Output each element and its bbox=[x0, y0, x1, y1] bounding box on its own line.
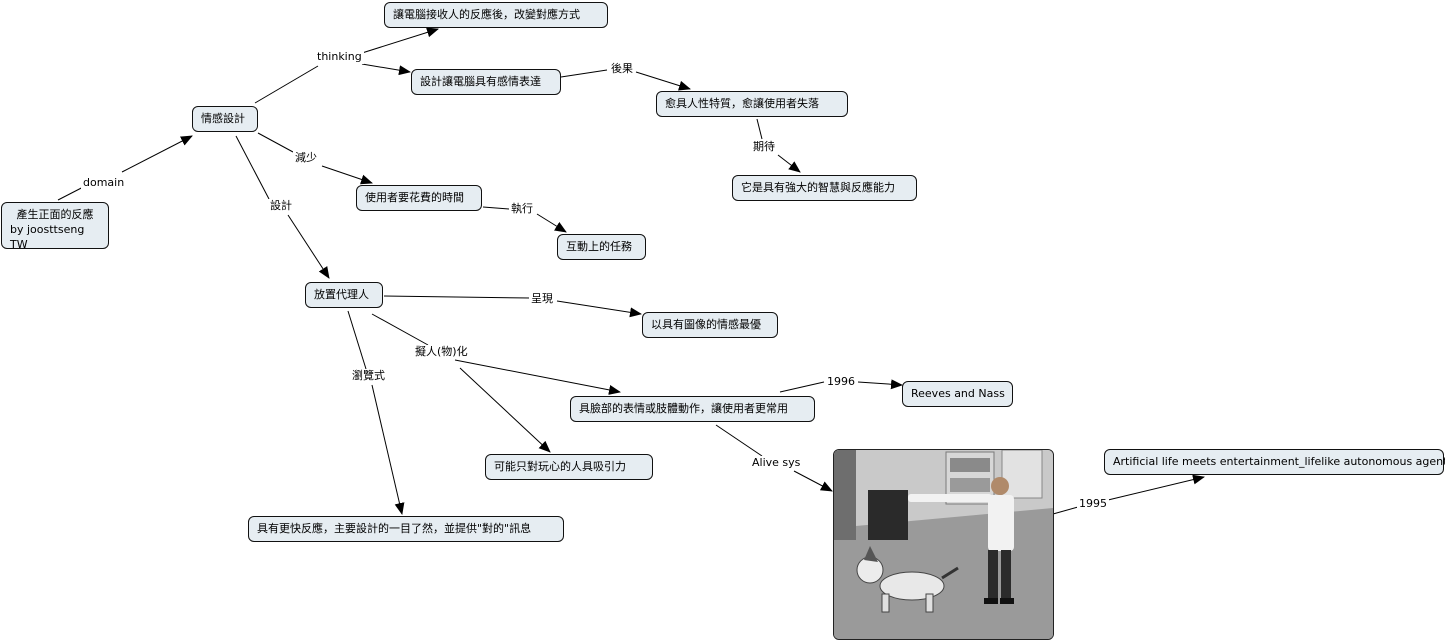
link-label-design: 設計 bbox=[268, 199, 294, 213]
link-label-browse: 瀏覽式 bbox=[350, 369, 387, 383]
link-label-1996: 1996 bbox=[825, 375, 857, 389]
root-node-line1: 產生正面的反應 bbox=[16, 208, 94, 221]
link-label-thinking: thinking bbox=[315, 50, 364, 64]
root-node-line2: by joosttseng TW bbox=[10, 223, 85, 251]
link-label-alive-sys: Alive sys bbox=[750, 456, 803, 470]
node-emotion-design[interactable]: 情感設計 bbox=[192, 106, 258, 132]
link-label-present: 呈現 bbox=[529, 292, 555, 306]
link-1996-reeves bbox=[857, 379, 903, 390]
node-reeves-nass[interactable]: Reeves and Nass bbox=[902, 381, 1013, 407]
link-humanlike-expect bbox=[756, 118, 763, 140]
link-emotion-reduce bbox=[257, 132, 294, 153]
node-facial-expression[interactable]: 具臉部的表情或肢體動作，讓使用者更常用 bbox=[570, 396, 815, 422]
link-1995-artificial bbox=[1107, 474, 1205, 501]
link-label-domain: domain bbox=[81, 176, 127, 190]
node-faster-response[interactable]: 具有更快反應，主要設計的一目了然，並提供"對的"訊息 bbox=[248, 516, 564, 542]
link-present-image bbox=[556, 300, 642, 318]
link-label-consequence: 後果 bbox=[609, 62, 635, 76]
link-execute-task bbox=[536, 213, 567, 233]
node-emotion-image[interactable]: 以具有圖像的情感最優 bbox=[642, 312, 778, 338]
node-intelligence[interactable]: 它是具有強大的智慧與反應能力 bbox=[732, 175, 917, 201]
link-agent-browse bbox=[347, 310, 367, 370]
link-alive-image bbox=[793, 470, 833, 492]
alive-sys-photo[interactable] bbox=[833, 449, 1054, 640]
link-anthro-playful bbox=[459, 367, 551, 453]
node-artificial-life[interactable]: Artificial life meets entertainment_life… bbox=[1104, 449, 1445, 475]
link-image-1995 bbox=[1052, 506, 1079, 515]
node-design-emotion[interactable]: 設計讓電腦具有感情表達 bbox=[411, 69, 561, 95]
link-browse-faster bbox=[371, 384, 405, 515]
link-label-1995: 1995 bbox=[1077, 497, 1109, 511]
link-thinking-change bbox=[361, 27, 439, 54]
node-humanlike[interactable]: 愈具人性特質，愈讓使用者失落 bbox=[656, 91, 848, 117]
link-domain-emotion bbox=[121, 135, 193, 173]
node-interactive-task[interactable]: 互動上的任務 bbox=[557, 234, 646, 260]
node-computer-change[interactable]: 讓電腦接收人的反應後，改變對應方式 bbox=[384, 2, 608, 28]
link-facial-1996 bbox=[779, 381, 825, 393]
link-design-agent bbox=[287, 214, 330, 279]
link-anthro-facial bbox=[454, 359, 621, 395]
root-node[interactable]: 產生正面的反應 by joosttseng TW bbox=[1, 202, 109, 251]
link-design-consequence bbox=[560, 69, 608, 78]
link-expect-intelligence bbox=[777, 154, 801, 173]
link-reduce-time bbox=[321, 165, 373, 185]
link-facial-alive bbox=[715, 424, 763, 457]
link-emotion-thinking bbox=[254, 65, 319, 104]
link-emotion-design bbox=[235, 135, 270, 200]
link-agent-present bbox=[383, 295, 531, 299]
link-thinking-design bbox=[361, 63, 411, 76]
node-user-time[interactable]: 使用者要花費的時間 bbox=[356, 185, 482, 211]
link-label-anthropomorphize: 擬人(物)化 bbox=[413, 345, 470, 359]
node-place-agent[interactable]: 放置代理人 bbox=[305, 282, 383, 308]
link-consequence-humanlike bbox=[635, 71, 691, 91]
link-time-execute bbox=[482, 206, 510, 210]
link-label-expect: 期待 bbox=[751, 140, 777, 154]
link-label-execute: 執行 bbox=[509, 202, 535, 216]
photo-illustration bbox=[834, 450, 1053, 639]
node-playful-attract[interactable]: 可能只對玩心的人具吸引力 bbox=[485, 454, 653, 480]
link-label-reduce: 減少 bbox=[293, 151, 319, 165]
link-agent-anthro bbox=[371, 313, 429, 346]
